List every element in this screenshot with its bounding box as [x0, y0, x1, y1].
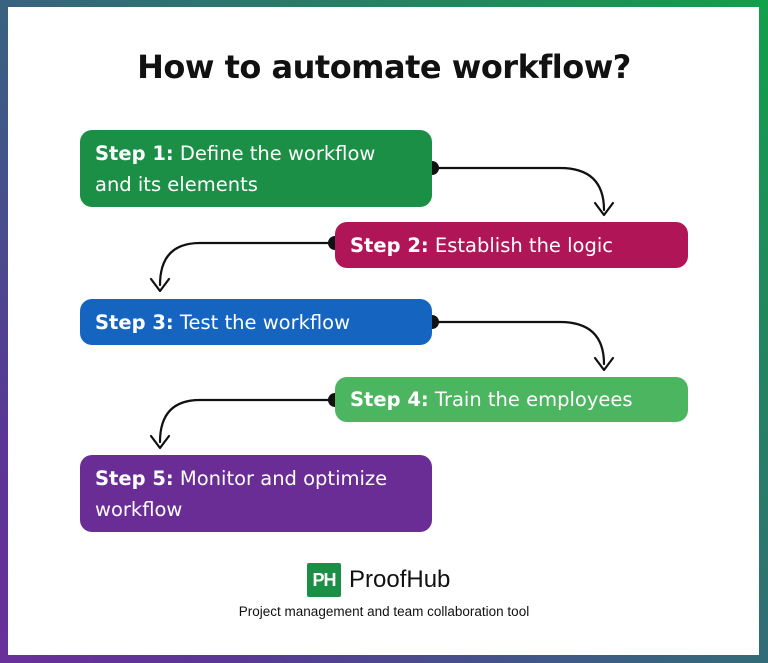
step-2-box: Step 2: Establish the logic: [335, 222, 688, 268]
step-5-text: Monitor and optimize workflow: [95, 466, 388, 521]
tagline: Project management and team collaboratio…: [238, 604, 530, 619]
step-5-box: Step 5: Monitor and optimize workflow: [80, 455, 432, 532]
step-3-box: Step 3: Test the workflow: [80, 299, 432, 345]
page-title: How to automate workflow?: [137, 48, 631, 86]
step-4-text: Train the employees: [428, 388, 633, 411]
step-3-label: Step 3:: [95, 310, 174, 334]
proofhub-logo: PH ProofHub: [307, 563, 450, 597]
step-1-label: Step 1:: [95, 141, 174, 165]
step-2-text: Establish the logic: [428, 233, 613, 257]
step-5-label: Step 5:: [95, 466, 174, 490]
step-3-text: Test the workflow: [173, 310, 351, 334]
step-1-box: Step 1: Define the workflow and its elem…: [80, 130, 432, 207]
step-1-text: Define the workflow and its elements: [95, 141, 376, 196]
proofhub-logo-icon: PH: [307, 563, 341, 597]
step-4-box: Step 4: Train the employees: [335, 377, 688, 422]
brand-name: ProofHub: [349, 566, 451, 593]
step-4-label: Step 4:: [350, 388, 429, 411]
step-2-label: Step 2:: [350, 233, 429, 257]
